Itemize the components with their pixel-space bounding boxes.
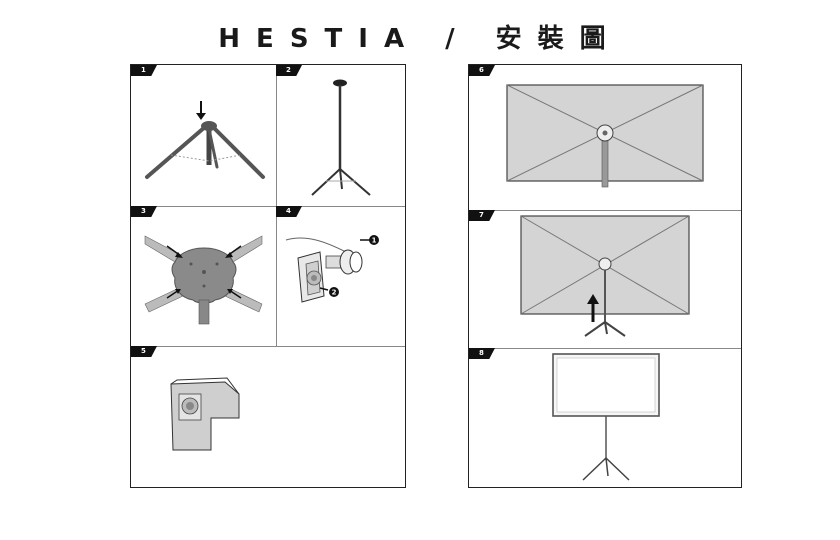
tripod-open-legs-illustration (145, 101, 265, 179)
callout-two: 2 (332, 289, 337, 297)
step-2-cell: 2 (276, 65, 407, 206)
step-8-tag: 8 (469, 348, 495, 359)
step-1-tag: 1 (131, 65, 157, 76)
step-6-cell: 6 (469, 65, 743, 210)
knob-bracket-illustration: 1 2 (285, 235, 379, 303)
left-instruction-panel: 1 2 3 (130, 64, 406, 488)
step-7-cell: 7 (469, 210, 743, 348)
step-8-cell: 8 (469, 348, 743, 489)
step-2-tag: 2 (276, 65, 302, 76)
hub-bracket-illustration (144, 235, 263, 325)
callout-one: 1 (372, 237, 377, 245)
right-instruction-panel: 6 7 8 (468, 64, 742, 488)
tripod-extended-pole-illustration (311, 79, 371, 196)
step-7-tag: 7 (469, 210, 495, 221)
step-6-tag: 6 (469, 65, 495, 76)
screen-mounted-back-illustration (506, 84, 704, 188)
step-3-tag: 3 (131, 206, 157, 217)
step-3-cell: 3 (131, 206, 276, 346)
corner-bracket-illustration (170, 377, 240, 451)
page-title: HESTIA / 安裝圖 (218, 24, 622, 54)
step-4-tag: 4 (276, 206, 302, 217)
step-5-tag: 5 (131, 346, 157, 357)
step-4-cell: 4 1 2 (276, 206, 407, 346)
screen-complete-illustration (552, 353, 660, 481)
step-5-cell: 5 (131, 346, 407, 489)
screen-raise-illustration (520, 215, 690, 337)
step-1-cell: 1 (131, 65, 276, 206)
